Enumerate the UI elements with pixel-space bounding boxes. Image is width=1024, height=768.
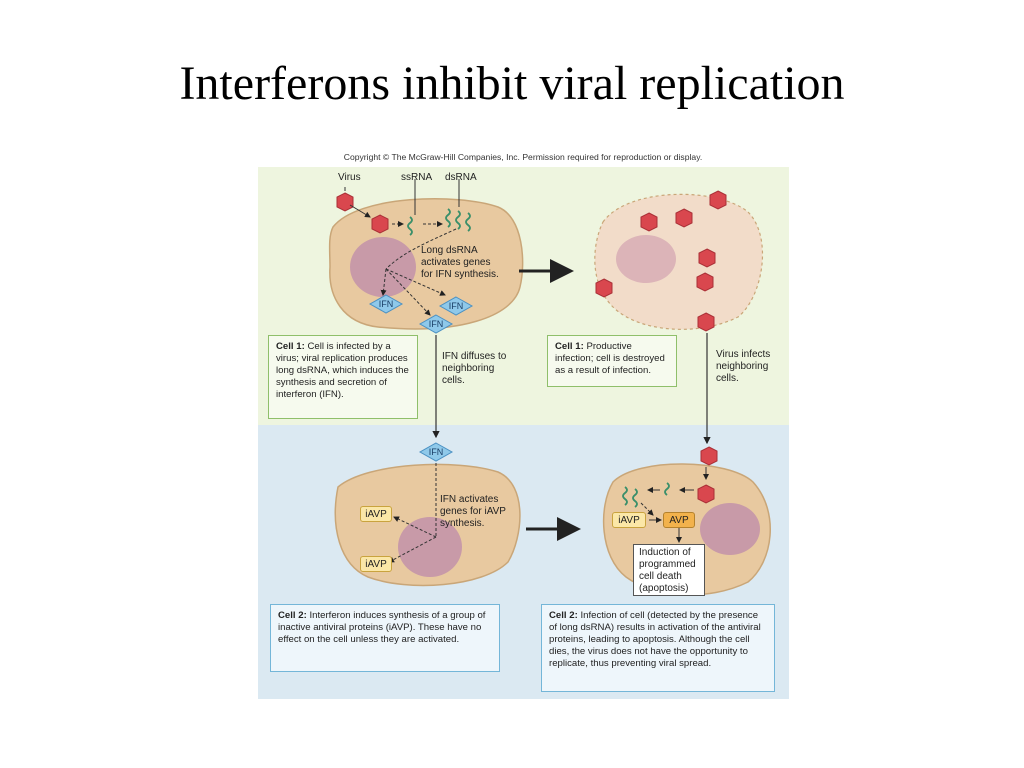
destroyed-cell-nucleus — [616, 235, 676, 283]
cell2-infected-nucleus — [700, 503, 760, 555]
rna-icon — [407, 208, 670, 508]
ifn-label-1: IFN — [378, 299, 394, 309]
virus-infects-label: Virus infects neighboring cells. — [716, 349, 771, 384]
cell1-nucleus — [350, 237, 416, 297]
virus-label: Virus — [338, 172, 361, 183]
ifn-diamond — [368, 294, 474, 462]
caption-cell2-infection: Cell 2: Infection of cell (detected by t… — [541, 604, 775, 692]
caption-cell2-interferon: Cell 2: Interferon induces synthesis of … — [270, 604, 500, 672]
induction-box: Induction of programmed cell death (apop… — [633, 544, 705, 596]
iavp-pill-upper: iAVP — [360, 506, 392, 522]
cell1-destroyed-shape — [594, 193, 764, 330]
dsrna-label: dsRNA — [445, 172, 477, 183]
ifn-activates-label: IFN activates genes for iAVP synthesis. — [440, 494, 506, 529]
ifn-label-3: IFN — [428, 319, 444, 329]
avp-pill: AVP — [663, 512, 695, 528]
ssrna-label: ssRNA — [401, 172, 433, 183]
iavp-pill-right: iAVP — [612, 512, 646, 528]
ifn-diffuses-label: IFN diffuses to neighboring cells. — [442, 351, 507, 386]
long-dsrna-label: Long dsRNA activates genes for IFN synth… — [421, 245, 499, 280]
cell2-nucleus — [398, 517, 462, 577]
iavp-pill-lower: iAVP — [360, 556, 392, 572]
ifn-label-4: IFN — [428, 447, 444, 457]
interferon-figure: Virus ssRNA dsRNA Long dsRNA activates g… — [258, 167, 789, 699]
caption-cell1-infected: Cell 1: Cell is infected by a virus; vir… — [268, 335, 418, 419]
copyright-notice: Copyright © The McGraw-Hill Companies, I… — [343, 152, 703, 162]
slide-title: Interferons inhibit viral replication — [179, 57, 845, 110]
caption-cell1-productive: Cell 1: Productive infection; cell is de… — [547, 335, 677, 387]
virus-icon — [336, 190, 727, 504]
ifn-label-2: IFN — [448, 301, 464, 311]
